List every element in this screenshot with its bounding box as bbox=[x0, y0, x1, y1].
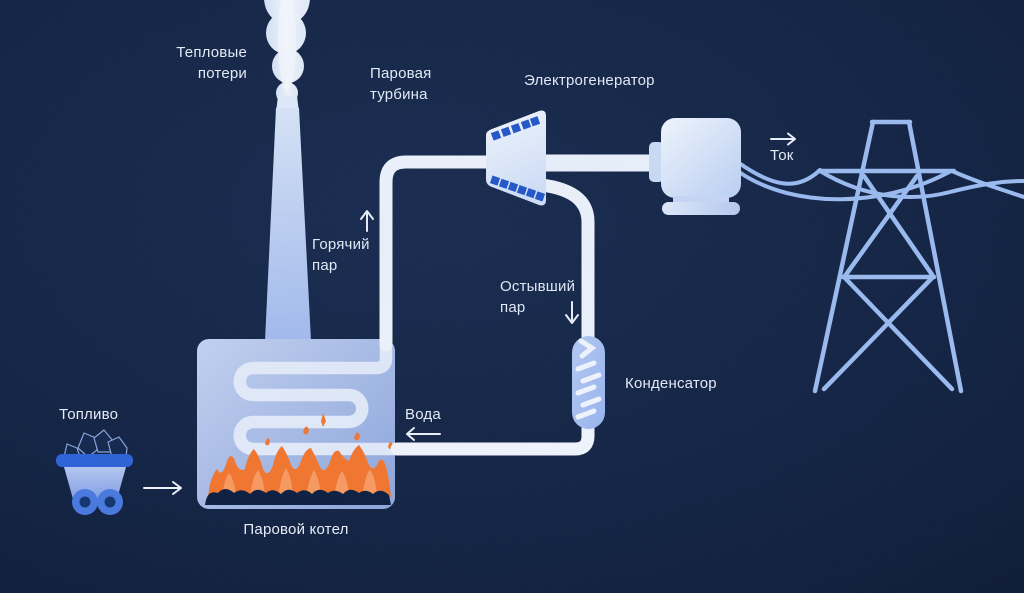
condenser-water-pipe bbox=[390, 177, 595, 456]
turbine-blades bbox=[489, 116, 546, 202]
water-arrow-icon bbox=[406, 427, 441, 441]
current-arrow-icon bbox=[770, 132, 796, 146]
serpentine-coil bbox=[233, 334, 407, 456]
current-label: Ток bbox=[770, 147, 794, 164]
water-label: Вода bbox=[405, 406, 441, 423]
electric-generator bbox=[649, 118, 741, 215]
cart-wheels bbox=[72, 489, 123, 515]
transmission-tower bbox=[812, 119, 964, 394]
heat-losses-label: Тепловые потери bbox=[176, 44, 247, 82]
steam-turbine-label: Паровая турбина bbox=[370, 65, 432, 103]
fuel-label: Топливо bbox=[59, 406, 119, 423]
flames bbox=[208, 413, 393, 497]
hot-steam-label: Горячий пар bbox=[312, 236, 370, 274]
smokestack bbox=[265, 96, 311, 341]
power-lines bbox=[737, 161, 1024, 202]
boiler-label: Паровой котел bbox=[243, 521, 349, 538]
cart-rim bbox=[56, 454, 133, 467]
cooled-steam-label: Остывший пар bbox=[500, 278, 576, 316]
steam-turbine bbox=[486, 110, 546, 206]
coal-pile bbox=[63, 429, 128, 458]
hot-steam-arrow-icon bbox=[360, 210, 374, 232]
generator-label: Электрогенератор bbox=[524, 72, 655, 89]
pipes bbox=[379, 155, 595, 456]
condenser bbox=[572, 336, 605, 429]
coals bbox=[205, 489, 391, 505]
cooled-steam-arrow-icon bbox=[565, 301, 579, 324]
coal-cart bbox=[56, 429, 133, 515]
fuel-arrow-icon bbox=[143, 481, 182, 495]
condenser-label: Конденсатор bbox=[625, 375, 717, 392]
condenser-coil bbox=[575, 338, 602, 420]
hot-steam-pipe bbox=[379, 155, 493, 352]
